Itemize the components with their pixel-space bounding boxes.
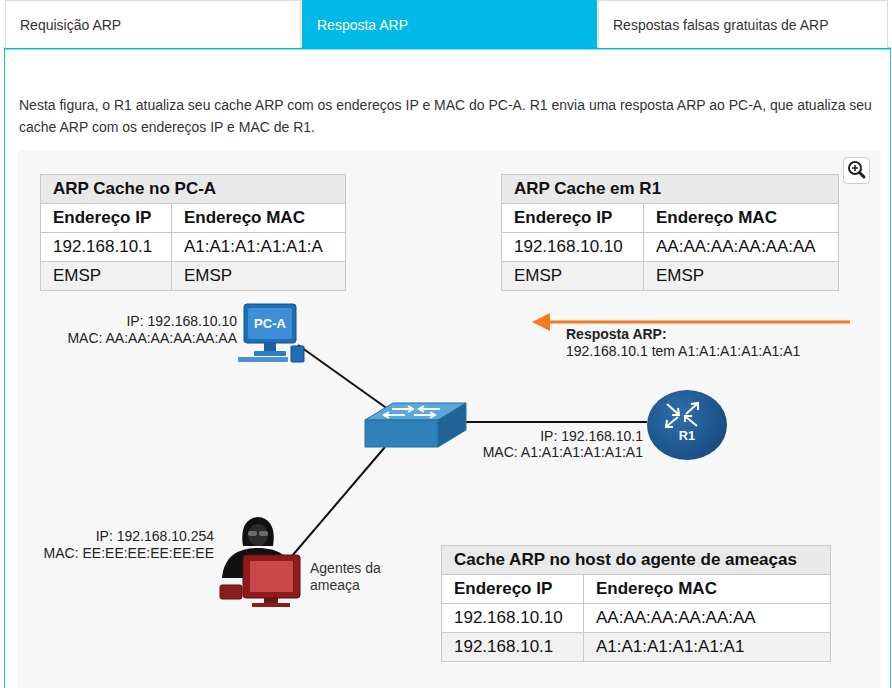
table-title-cell: ARP Cache em R1 bbox=[502, 175, 839, 204]
router-arrow bbox=[686, 404, 697, 414]
arp-reply-title: Resposta ARP: bbox=[566, 326, 667, 343]
router-arrow bbox=[672, 408, 679, 415]
router-arrow bbox=[686, 417, 697, 426]
table-cell: EMSP bbox=[644, 262, 839, 291]
column-header: Endereço IP bbox=[454, 579, 552, 598]
tab-active: Resposta ARP bbox=[302, 0, 597, 48]
table-row: EMSP EMSP bbox=[502, 262, 839, 291]
table-cell-text: 192.168.10.10 bbox=[454, 608, 563, 627]
table-cell-text: 192.168.10.1 bbox=[53, 237, 152, 256]
table-title: Cache ARP no host do agente de ameaças bbox=[454, 550, 797, 569]
threat-actor-symbol bbox=[220, 517, 300, 607]
table-row: Endereço IP Endereço MAC bbox=[41, 204, 346, 233]
column-header: Endereço MAC bbox=[656, 208, 777, 227]
tab: Requisição ARP bbox=[5, 0, 301, 48]
table-cell: 192.168.10.10 bbox=[442, 604, 584, 633]
router-arrow bbox=[666, 420, 673, 427]
network-wire bbox=[292, 345, 647, 556]
table-cell-text: EMSP bbox=[656, 266, 704, 285]
ip-address: IP: 192.168.10.254 bbox=[96, 528, 214, 545]
table-cell-text: A1:A1:A1:A1:A1:A bbox=[184, 237, 323, 256]
arp-cache-table: ARP Cache em R1 Endereço IP Endereço MAC 19… bbox=[501, 174, 839, 291]
table-header-cell: Endereço IP bbox=[41, 204, 172, 233]
table-row: Endereço IP Endereço MAC bbox=[442, 575, 831, 604]
node-text: PC-A bbox=[254, 316, 286, 331]
table-row: 192.168.10.10 AA:AA:AA:AA:AA:AA bbox=[502, 233, 839, 262]
table-cell: EMSP bbox=[502, 262, 644, 291]
table-row: Endereço IP Endereço MAC bbox=[502, 204, 839, 233]
arp-cache-table: Cache ARP no host do agente de ameaçasEn… bbox=[441, 545, 831, 662]
threat-actor-label: Agentes da ameaça bbox=[310, 560, 402, 594]
arp-reply-text: 192.168.10.1 tem A1:A1:A1:A1:A1:A1 bbox=[566, 343, 800, 360]
node-text: Resposta ARP bbox=[317, 17, 408, 33]
router-arrow bbox=[667, 417, 678, 426]
router-arrows bbox=[647, 390, 717, 460]
table-cell: 192.168.10.1 bbox=[442, 633, 584, 662]
node-text: Respostas falsas gratuitas de ARP bbox=[613, 17, 829, 33]
table-cell: AA:AA:AA:AA:AA:AA bbox=[644, 233, 839, 262]
table-cell-text: A1:A1:A1:A1:A1:A1 bbox=[596, 637, 744, 656]
column-header: Endereço MAC bbox=[184, 208, 305, 227]
table-header-cell: Endereço MAC bbox=[172, 204, 346, 233]
table-cell: 192.168.10.10 bbox=[502, 233, 644, 262]
mac-address: MAC: A1:A1:A1:A1:A1:A1 bbox=[483, 444, 643, 461]
table-header-cell: Endereço IP bbox=[442, 575, 584, 604]
router-arrow bbox=[685, 416, 692, 422]
arp-cache-table: ARP Cache no PC-A Endereço IP Endereço MAC… bbox=[40, 174, 346, 291]
table-row: ARP Cache no PC-A bbox=[41, 175, 346, 204]
table-cell-text: EMSP bbox=[53, 266, 101, 285]
mac-address: MAC: EE:EE:EE:EE:EE:EE bbox=[44, 545, 214, 562]
table-row: EMSP EMSP bbox=[41, 262, 346, 291]
zoom-icon bbox=[844, 158, 870, 184]
table-cell: A1:A1:A1:A1:A1:A bbox=[172, 233, 346, 262]
table-cell: EMSP bbox=[172, 262, 346, 291]
column-header: Endereço IP bbox=[514, 208, 612, 227]
description-text: Nesta figura, o R1 atualiza seu cache AR… bbox=[19, 94, 885, 138]
switch-symbol bbox=[365, 403, 466, 447]
table-title: ARP Cache em R1 bbox=[514, 179, 661, 198]
table-cell: EMSP bbox=[41, 262, 172, 291]
table-row: Cache ARP no host do agente de ameaças bbox=[442, 546, 831, 575]
router-arrow bbox=[667, 404, 678, 414]
table-cell: 192.168.10.1 bbox=[41, 233, 172, 262]
pc-symbol bbox=[238, 304, 304, 362]
ip-address: IP: 192.168.10.10 bbox=[126, 313, 237, 330]
table-cell-text: 192.168.10.1 bbox=[454, 637, 553, 656]
table-title-cell: Cache ARP no host do agente de ameaças bbox=[442, 546, 831, 575]
table-cell-text: EMSP bbox=[514, 266, 562, 285]
table-row: 192.168.10.1 A1:A1:A1:A1:A1:A bbox=[41, 233, 346, 262]
node-text: Requisição ARP bbox=[20, 17, 121, 33]
table-title-cell: ARP Cache no PC-A bbox=[41, 175, 346, 204]
router-arrow bbox=[691, 403, 698, 410]
table-cell-text: AA:AA:AA:AA:AA:AA bbox=[656, 237, 816, 256]
table-cell: A1:A1:A1:A1:A1:A1 bbox=[584, 633, 831, 662]
router-circle: R1 bbox=[647, 390, 727, 460]
figure-ground bbox=[17, 150, 881, 688]
table-cell-text: 192.168.10.10 bbox=[514, 237, 623, 256]
table-header-cell: Endereço MAC bbox=[644, 204, 839, 233]
column-header: Endereço MAC bbox=[596, 579, 717, 598]
table-header-cell: Endereço MAC bbox=[584, 575, 831, 604]
table-cell: AA:AA:AA:AA:AA:AA bbox=[584, 604, 831, 633]
pc-screen: PC-A bbox=[248, 308, 292, 339]
table-row: 192.168.10.10 AA:AA:AA:AA:AA:AA bbox=[442, 604, 831, 633]
column-header: Endereço IP bbox=[53, 208, 151, 227]
ip-address: IP: 192.168.10.1 bbox=[540, 428, 643, 445]
table-cell-text: EMSP bbox=[184, 266, 232, 285]
mac-address: MAC: AA:AA:AA:AA:AA:AA bbox=[67, 330, 237, 347]
node-text: R1 bbox=[647, 428, 727, 443]
tab: Respostas falsas gratuitas de ARP bbox=[598, 0, 888, 48]
table-row: ARP Cache em R1 bbox=[502, 175, 839, 204]
table-title: ARP Cache no PC-A bbox=[53, 179, 216, 198]
table-header-cell: Endereço IP bbox=[502, 204, 644, 233]
table-cell-text: AA:AA:AA:AA:AA:AA bbox=[596, 608, 756, 627]
table-row: 192.168.10.1 A1:A1:A1:A1:A1:A1 bbox=[442, 633, 831, 662]
